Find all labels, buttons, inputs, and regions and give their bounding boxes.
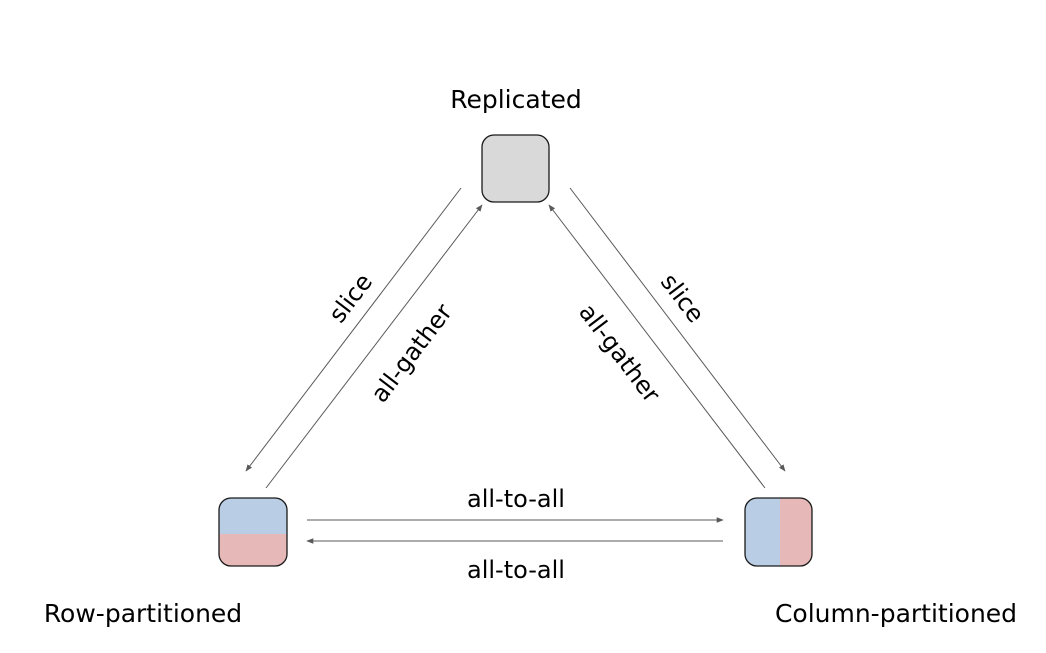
row-box-border [218, 497, 288, 567]
col-box-border [744, 497, 813, 567]
replicated-box [481, 134, 550, 203]
row-top-half [219, 498, 287, 534]
alltoall-label-bottom: all-to-all [467, 556, 565, 584]
edge-slice-to-col [569, 187, 786, 472]
allgather-label-left: all-gather [365, 298, 457, 407]
row-bottom-half [219, 534, 287, 566]
col-right-half [780, 498, 812, 566]
alltoall-label-top: all-to-all [467, 485, 565, 513]
edge-allgather-from-row [265, 204, 483, 489]
node-column-partitioned: Column-partitioned [744, 497, 1017, 628]
node-row-partitioned: Row-partitioned [44, 497, 288, 628]
edge-slice-to-row [245, 187, 462, 472]
node-replicated: Replicated [450, 85, 582, 203]
col-left-half [745, 498, 780, 566]
replicated-label: Replicated [450, 85, 582, 114]
slice-label-left: slice [323, 268, 378, 328]
edge-allgather-from-col [548, 204, 766, 489]
slice-label-right: slice [655, 268, 710, 328]
row-partitioned-label: Row-partitioned [44, 599, 242, 628]
column-partitioned-label: Column-partitioned [775, 599, 1017, 628]
allgather-label-right: all-gather [573, 299, 665, 408]
